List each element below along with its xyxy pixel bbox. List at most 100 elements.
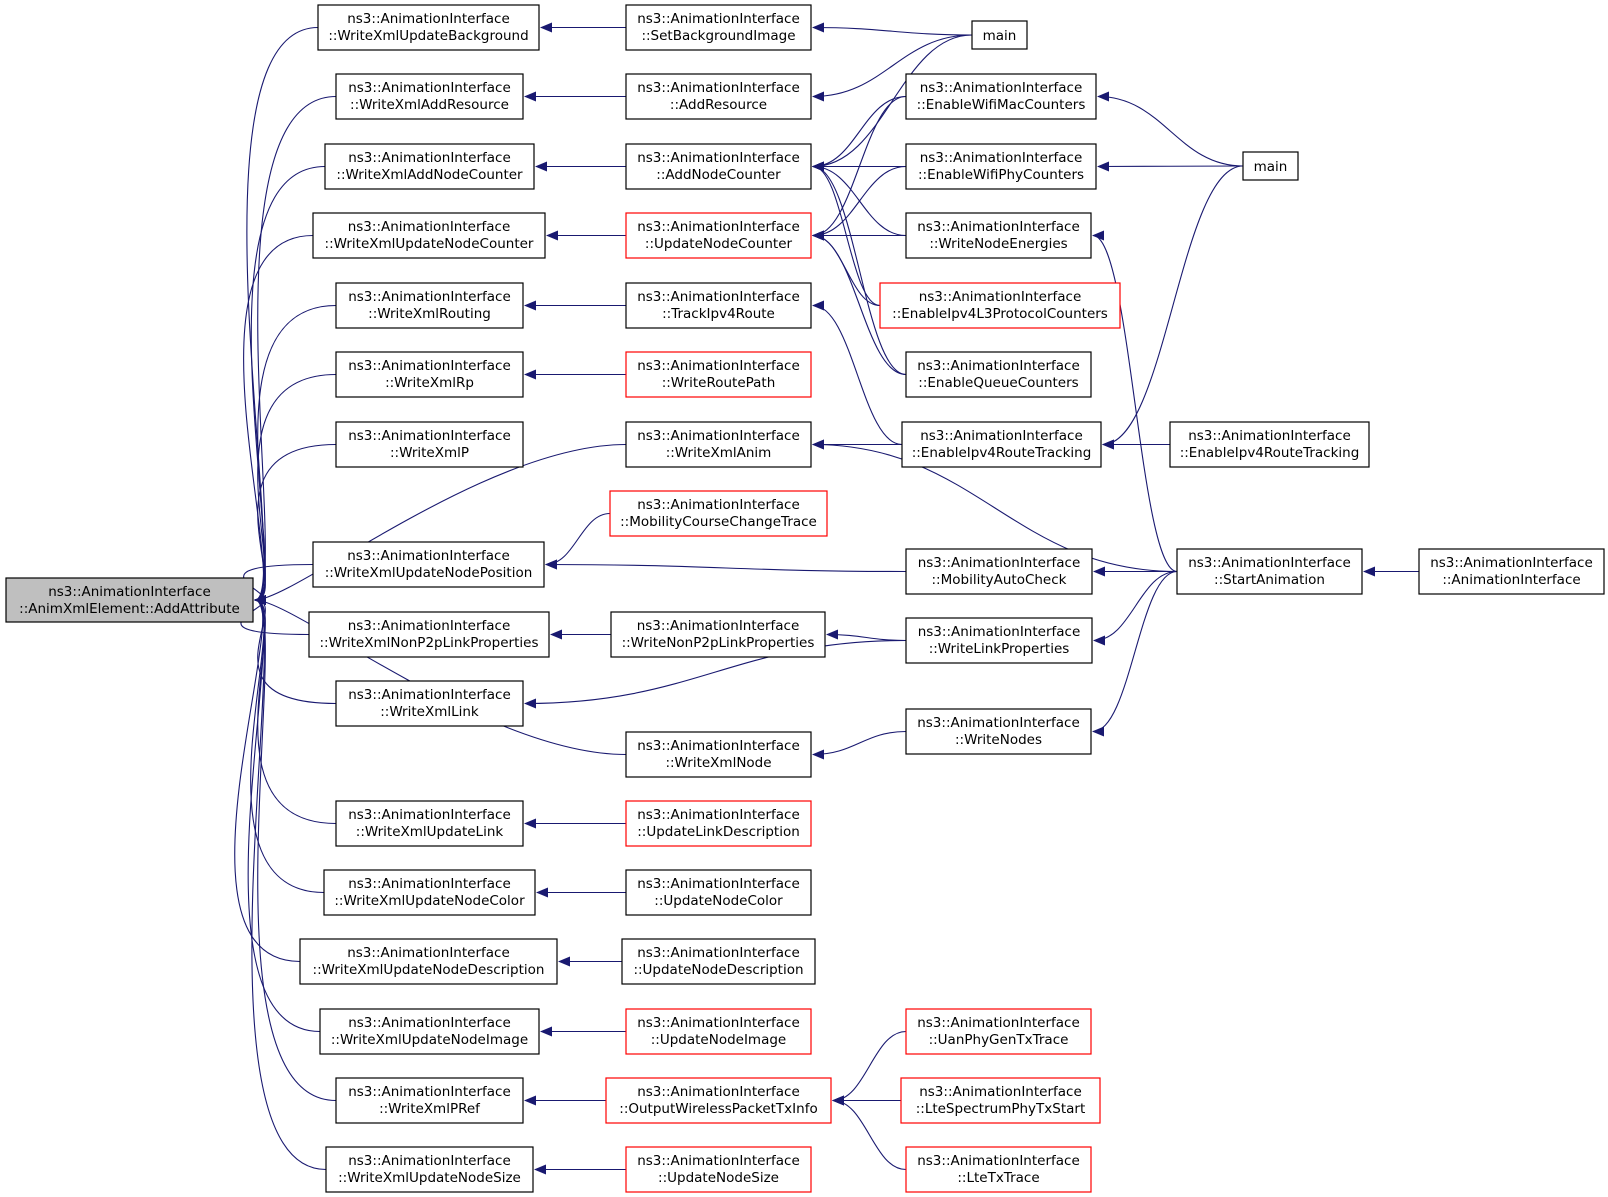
node-enIpv4L3[interactable]: ns3::AnimationInterface::EnableIpv4L3Pro… (879, 282, 1121, 329)
node-label-line: ::AnimationInterface (1442, 572, 1580, 588)
node-box (901, 421, 1102, 468)
node-enIpv4RT[interactable]: ns3::AnimationInterface::EnableIpv4Route… (901, 421, 1102, 468)
node-box (905, 143, 1097, 190)
node-box (5, 577, 254, 623)
edges-layer (234, 22, 1419, 1175)
node-outWPTx[interactable]: ns3::AnimationInterface::OutputWirelessP… (605, 1077, 832, 1124)
node-writeRP[interactable]: ns3::AnimationInterface::WriteRoutePath (625, 351, 812, 398)
node-box (905, 708, 1092, 755)
node-box (319, 1008, 540, 1055)
node-wxUpdLink[interactable]: ns3::AnimationInterface::WriteXmlUpdateL… (335, 800, 524, 847)
node-label-line: ns3::AnimationInterface (637, 807, 800, 823)
node-label-line: ::WriteXmlUpdateNodeDescription (313, 962, 545, 978)
edge-uanPhy-to-outWPTx (832, 1030, 907, 1106)
node-wxAnim[interactable]: ns3::AnimationInterface::WriteXmlAnim (625, 421, 812, 468)
node-mobAuto[interactable]: ns3::AnimationInterface::MobilityAutoChe… (905, 548, 1093, 595)
node-label-line: ::LteSpectrumPhyTxStart (916, 1101, 1086, 1117)
node-wxRp[interactable]: ns3::AnimationInterface::WriteXmlRp (335, 351, 524, 398)
node-lteTx[interactable]: ns3::AnimationInterface::LteTxTrace (905, 1146, 1092, 1193)
node-label-line: ns3::AnimationInterface (637, 150, 800, 166)
node-label-line: ::UpdateNodeImage (651, 1032, 787, 1048)
node-wxUpdNCol[interactable]: ns3::AnimationInterface::WriteXmlUpdateN… (323, 869, 536, 916)
node-updNCol[interactable]: ns3::AnimationInterface::UpdateNodeColor (625, 869, 812, 916)
edge-startAnim-to-writeLP (1093, 570, 1178, 646)
node-wxRouting[interactable]: ns3::AnimationInterface::WriteXmlRouting (335, 282, 524, 329)
node-trackIpv4[interactable]: ns3::AnimationInterface::TrackIpv4Route (625, 282, 812, 329)
node-label-line: ::WriteXmlRp (385, 375, 474, 391)
node-label-line: ns3::AnimationInterface (348, 289, 511, 305)
node-wxNonP2p[interactable]: ns3::AnimationInterface::WriteXmlNonP2pL… (308, 611, 550, 658)
node-writeNodes[interactable]: ns3::AnimationInterface::WriteNodes (905, 708, 1092, 755)
node-updLinkDesc[interactable]: ns3::AnimationInterface::UpdateLinkDescr… (625, 800, 812, 847)
node-updNImg[interactable]: ns3::AnimationInterface::UpdateNodeImage (625, 1008, 812, 1055)
node-enIpv4RT2[interactable]: ns3::AnimationInterface::EnableIpv4Route… (1169, 421, 1370, 468)
node-wxAddRes[interactable]: ns3::AnimationInterface::WriteXmlAddReso… (335, 73, 524, 120)
node-enWifiPhy[interactable]: ns3::AnimationInterface::EnableWifiPhyCo… (905, 143, 1097, 190)
node-updNDesc[interactable]: ns3::AnimationInterface::UpdateNodeDescr… (621, 938, 816, 985)
edge-wxUpdNP-to-root (243, 563, 314, 605)
node-label-line: ::EnableIpv4L3ProtocolCounters (892, 306, 1108, 322)
node-label-line: ::WriteXmlPRef (379, 1101, 481, 1117)
node-label-line: ::OutputWirelessPacketTxInfo (619, 1101, 817, 1117)
node-label-line: ns3::AnimationInterface (637, 945, 800, 961)
node-label-line: ::StartAnimation (1214, 572, 1325, 588)
edge-wxNode-to-root (254, 595, 627, 756)
node-label-line: ns3::AnimationInterface (348, 687, 511, 703)
node-wxUpdNP[interactable]: ns3::AnimationInterface::WriteXmlUpdateN… (312, 541, 545, 588)
node-wxP[interactable]: ns3::AnimationInterface::WriteXmlP (335, 421, 524, 468)
node-label-line: ::SetBackgroundImage (641, 28, 795, 44)
node-lteSpec[interactable]: ns3::AnimationInterface::LteSpectrumPhyT… (900, 1077, 1101, 1124)
edge-enQueue-to-updNC (812, 230, 907, 376)
node-box (625, 282, 812, 329)
node-setBg[interactable]: ns3::AnimationInterface::SetBackgroundIm… (625, 4, 812, 51)
node-label-line: ns3::AnimationInterface (1430, 555, 1593, 571)
node-writeNE[interactable]: ns3::AnimationInterface::WriteNodeEnergi… (905, 212, 1092, 259)
node-box (625, 212, 812, 259)
node-box (625, 1146, 812, 1193)
node-wxLink[interactable]: ns3::AnimationInterface::WriteXmlLink (335, 680, 524, 727)
node-writeNonP2p[interactable]: ns3::AnimationInterface::WriteNonP2pLink… (610, 611, 826, 658)
node-startAnim[interactable]: ns3::AnimationInterface::StartAnimation (1176, 548, 1363, 595)
node-enQueue[interactable]: ns3::AnimationInterface::EnableQueueCoun… (905, 351, 1092, 398)
node-label-line: ::WriteLinkProperties (929, 641, 1070, 657)
node-box (335, 800, 524, 847)
node-box (905, 1008, 1092, 1055)
node-root[interactable]: ns3::AnimationInterface::AnimXmlElement:… (5, 577, 254, 623)
node-label-line: ::WriteXmlRouting (368, 306, 491, 322)
node-addRes[interactable]: ns3::AnimationInterface::AddResource (625, 73, 812, 120)
node-updNSize[interactable]: ns3::AnimationInterface::UpdateNodeSize (625, 1146, 812, 1193)
node-wxUpdNDesc[interactable]: ns3::AnimationInterface::WriteXmlUpdateN… (299, 938, 558, 985)
node-wxUpdBg[interactable]: ns3::AnimationInterface::WriteXmlUpdateB… (317, 4, 540, 51)
node-wxPRef[interactable]: ns3::AnimationInterface::WriteXmlPRef (335, 1077, 524, 1124)
node-wxNode[interactable]: ns3::AnimationInterface::WriteXmlNode (625, 731, 812, 778)
node-addNC[interactable]: ns3::AnimationInterface::AddNodeCounter (625, 143, 812, 190)
node-label-line: ::EnableWifiPhyCounters (918, 167, 1084, 183)
node-uanPhy[interactable]: ns3::AnimationInterface::UanPhyGenTxTrac… (905, 1008, 1092, 1055)
node-main2[interactable]: main (1242, 151, 1299, 181)
node-wxUpdNImg[interactable]: ns3::AnimationInterface::WriteXmlUpdateN… (319, 1008, 540, 1055)
edge-lteTx-to-outWPTx (832, 1095, 907, 1171)
node-label-line: ::WriteXmlAddNodeCounter (336, 167, 523, 183)
node-box (610, 611, 826, 658)
node-label-line: ns3::AnimationInterface (637, 497, 800, 513)
node-wxAddNC[interactable]: ns3::AnimationInterface::WriteXmlAddNode… (324, 143, 535, 190)
edge-enQueue-to-addNC (812, 161, 907, 376)
node-animIface[interactable]: ns3::AnimationInterface::AnimationInterf… (1418, 548, 1605, 595)
node-writeLP[interactable]: ns3::AnimationInterface::WriteLinkProper… (905, 617, 1093, 664)
node-enWifiMac[interactable]: ns3::AnimationInterface::EnableWifiMacCo… (905, 73, 1097, 120)
node-box (971, 20, 1028, 50)
node-label-line: ::WriteXmlUpdateNodeColor (334, 893, 525, 909)
node-box (1176, 548, 1363, 595)
node-mobCC[interactable]: ns3::AnimationInterface::MobilityCourseC… (609, 490, 828, 537)
edge-main1-to-addRes (812, 34, 973, 102)
node-wxUpdNSize[interactable]: ns3::AnimationInterface::WriteXmlUpdateN… (325, 1146, 534, 1193)
node-box (324, 143, 535, 190)
node-wxUpdNC[interactable]: ns3::AnimationInterface::WriteXmlUpdateN… (312, 212, 546, 259)
node-updNC[interactable]: ns3::AnimationInterface::UpdateNodeCount… (625, 212, 812, 259)
edge-mobAuto-to-wxUpdNP (545, 559, 907, 573)
node-main1[interactable]: main (971, 20, 1028, 50)
node-label-line: ns3::AnimationInterface (348, 428, 511, 444)
edge-wxAnim-to-root (254, 443, 627, 605)
node-label-line: ns3::AnimationInterface (1188, 428, 1351, 444)
